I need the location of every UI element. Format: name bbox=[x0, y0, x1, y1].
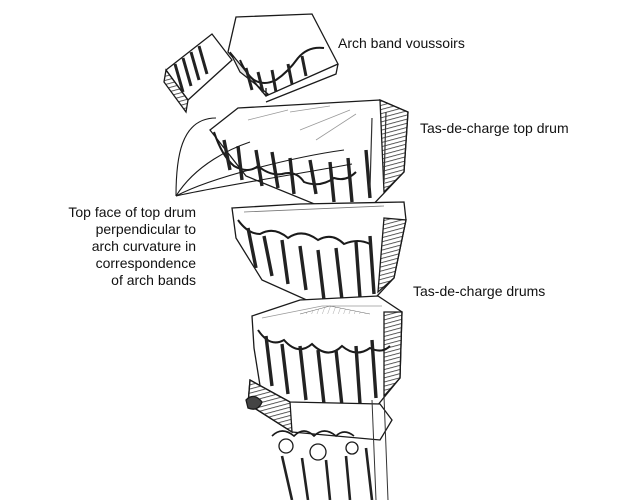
top-face-line: correspondence bbox=[95, 255, 196, 271]
voussoir-small bbox=[163, 33, 233, 114]
label-arch-band-voussoirs: Arch band voussoirs bbox=[338, 35, 465, 51]
lower-drum bbox=[251, 295, 403, 417]
middle-drum bbox=[231, 201, 407, 313]
top-face-line: of arch bands bbox=[111, 272, 196, 288]
voussoir-large bbox=[227, 13, 339, 103]
top-face-line: arch curvature in bbox=[91, 238, 196, 254]
leader-lines bbox=[175, 117, 353, 197]
top-face-line: Top face of top drum bbox=[68, 204, 196, 220]
label-top-face-description: Top face of top drum perpendicular to ar… bbox=[20, 204, 196, 289]
capital bbox=[245, 378, 393, 500]
label-tas-de-charge-top-drum: Tas-de-charge top drum bbox=[420, 120, 569, 136]
top-face-line: perpendicular to bbox=[95, 221, 196, 237]
label-tas-de-charge-drums: Tas-de-charge drums bbox=[413, 283, 546, 299]
